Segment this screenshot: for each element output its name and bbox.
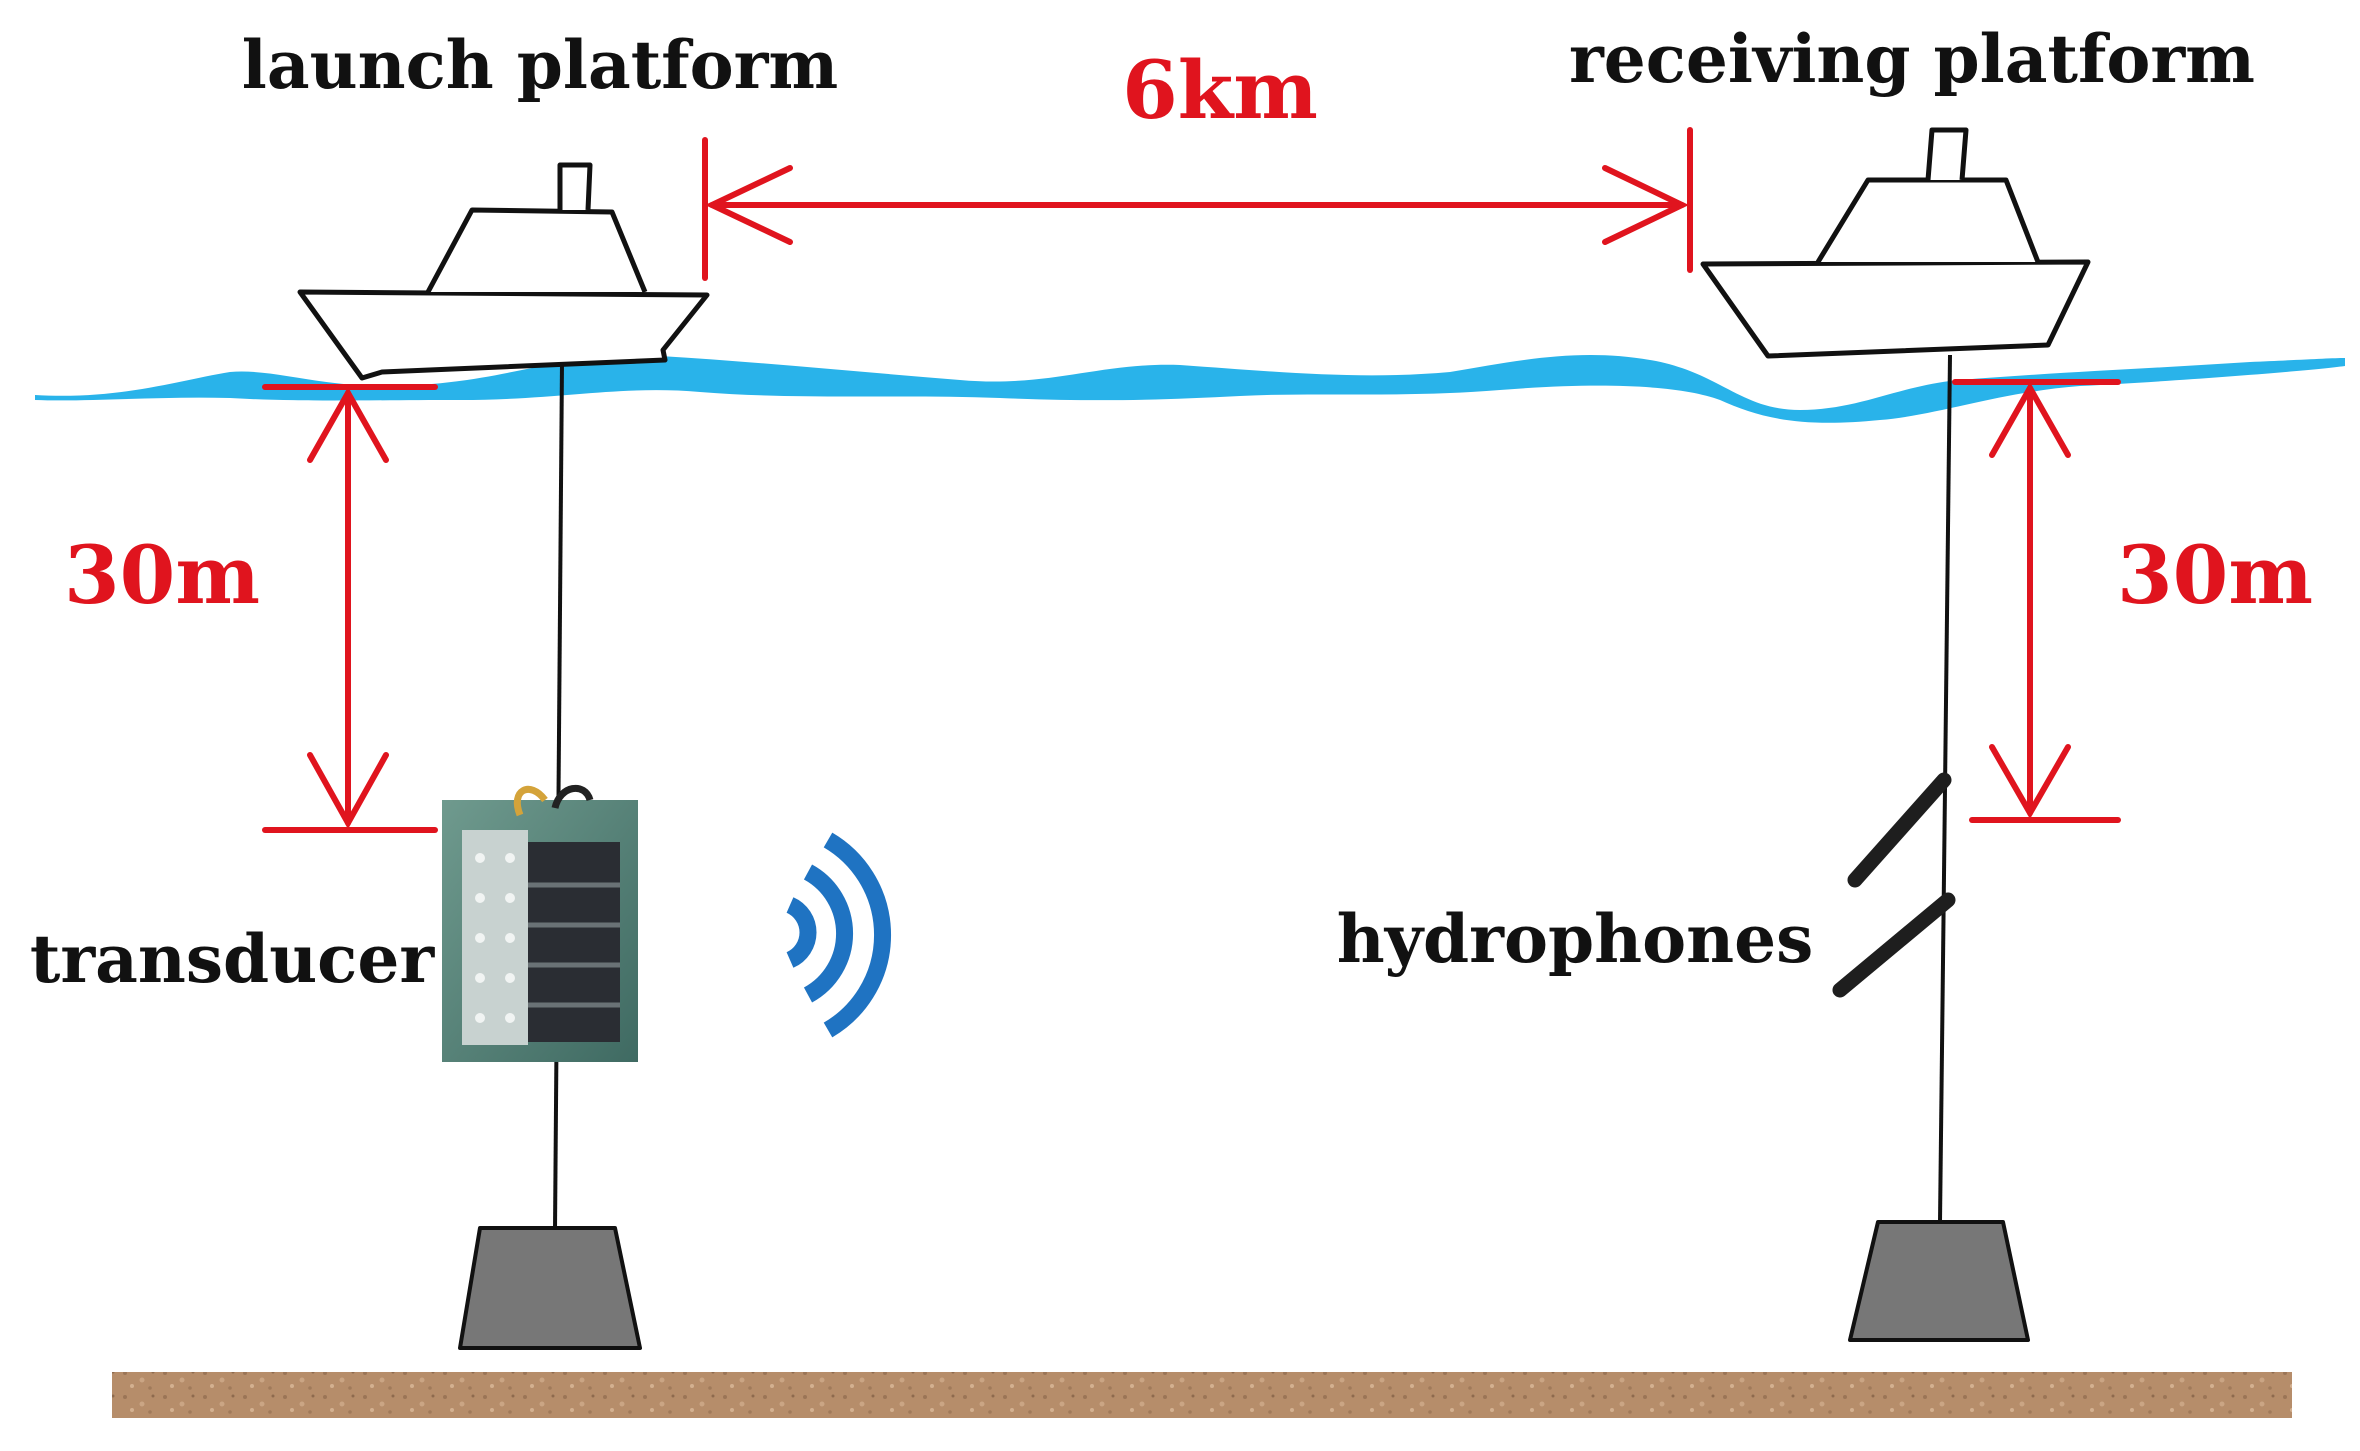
left-anchor-weight-icon xyxy=(458,1226,642,1350)
sound-wave-icon xyxy=(786,832,891,1038)
launch-ship-icon xyxy=(297,162,710,381)
seabed xyxy=(112,1372,2292,1418)
transducer-label: transducer xyxy=(30,920,435,998)
receiving-ship-icon xyxy=(1700,127,2091,359)
hydrophones-label: hydrophones xyxy=(1337,900,1814,978)
depth-left-label: 30m xyxy=(64,528,260,622)
receiving-platform-label: receiving platform xyxy=(1569,20,2255,98)
launch-platform-label: launch platform xyxy=(242,26,838,104)
depth-right-label: 30m xyxy=(2117,528,2313,622)
depth-annotation-left xyxy=(262,384,438,833)
distance-label: 6km xyxy=(1122,43,1318,137)
hydrophones-device xyxy=(1832,772,1956,998)
water-surface xyxy=(35,355,2345,423)
depth-annotation-right xyxy=(1952,379,2121,823)
distance-annotation xyxy=(702,127,1693,281)
right-anchor-weight-icon xyxy=(1848,1220,2030,1342)
transducer-device xyxy=(442,784,638,1062)
